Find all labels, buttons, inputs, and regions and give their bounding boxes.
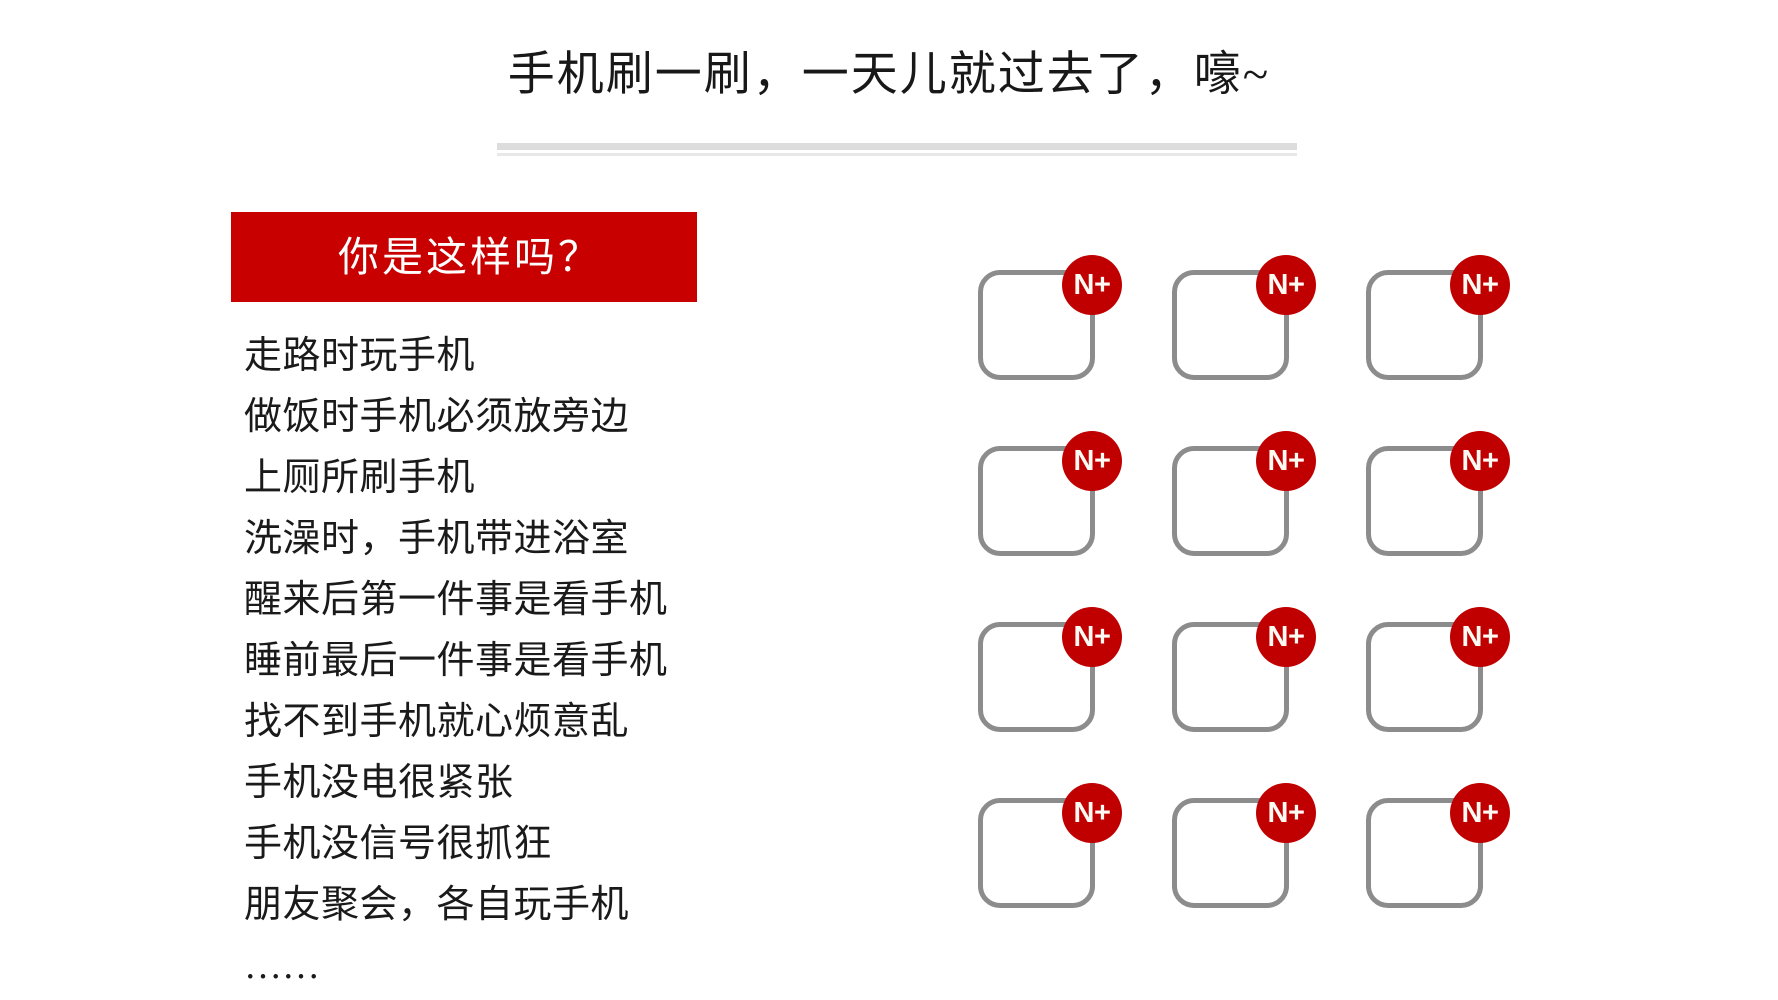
divider-rule-thin	[497, 153, 1297, 156]
app-icon-slot[interactable]: N+	[1366, 431, 1560, 607]
notification-badge-label: N+	[1267, 444, 1305, 477]
list-item: 睡前最后一件事是看手机	[244, 640, 668, 682]
app-icon-slot[interactable]: N+	[1366, 783, 1560, 959]
list-item: 手机没电很紧张	[244, 762, 514, 804]
habits-panel: 你是这样吗？ 走路时玩手机 做饭时手机必须放旁边 上厕所刷手机 洗澡时，手机带进…	[231, 212, 711, 997]
notification-badge-icon: N+	[1062, 255, 1122, 315]
list-item: 洗澡时，手机带进浴室	[244, 518, 630, 560]
habit-list: 走路时玩手机 做饭时手机必须放旁边 上厕所刷手机 洗澡时，手机带进浴室 醒来后第…	[231, 326, 711, 997]
notification-badge-label: N+	[1461, 444, 1499, 477]
list-item: 手机没信号很抓狂	[244, 823, 553, 865]
notification-badge-label: N+	[1073, 444, 1111, 477]
notification-badge-label: N+	[1461, 268, 1499, 301]
notification-badge-icon: N+	[1256, 607, 1316, 667]
notification-badge-label: N+	[1461, 620, 1499, 653]
app-tile-outline[interactable]	[978, 446, 1095, 556]
page-title: 手机刷一刷，一天儿就过去了，嚎~	[507, 49, 1271, 101]
app-icon-slot[interactable]: N+	[1172, 607, 1366, 783]
app-icon-slot[interactable]: N+	[978, 431, 1172, 607]
app-icon-slot[interactable]: N+	[978, 783, 1172, 959]
app-icon-slot[interactable]: N+	[1172, 431, 1366, 607]
notification-badge-icon: N+	[1256, 431, 1316, 491]
section-banner: 你是这样吗？	[231, 212, 697, 302]
title-divider	[497, 143, 1297, 156]
app-icon-slot[interactable]: N+	[1172, 255, 1366, 431]
notification-badge-icon: N+	[1450, 255, 1510, 315]
app-icon-slot[interactable]: N+	[978, 255, 1172, 431]
section-banner-label: 你是这样吗？	[338, 233, 602, 280]
notification-badge-icon: N+	[1062, 783, 1122, 843]
notification-badge-label: N+	[1073, 620, 1111, 653]
notification-badge-icon: N+	[1256, 783, 1316, 843]
notification-badge-icon: N+	[1062, 431, 1122, 491]
divider-rule-thick	[497, 143, 1297, 150]
notification-badge-icon: N+	[1450, 607, 1510, 667]
app-icon-grid: N+ N+ N+ N+ N+	[978, 255, 1560, 959]
list-item: 醒来后第一件事是看手机	[244, 579, 668, 621]
app-icon-slot[interactable]: N+	[1366, 255, 1560, 431]
list-item: 走路时玩手机	[244, 335, 476, 377]
list-item: 上厕所刷手机	[244, 457, 476, 499]
notification-badge-icon: N+	[1062, 607, 1122, 667]
notification-badge-icon: N+	[1450, 431, 1510, 491]
list-item-ellipsis: ……	[244, 945, 320, 987]
app-tile-outline[interactable]	[978, 622, 1095, 732]
list-item: 做饭时手机必须放旁边	[244, 396, 630, 438]
app-icon-slot[interactable]: N+	[1366, 607, 1560, 783]
notification-badge-label: N+	[1073, 796, 1111, 829]
notification-badge-label: N+	[1267, 268, 1305, 301]
notification-badge-label: N+	[1267, 796, 1305, 829]
notification-badge-icon: N+	[1256, 255, 1316, 315]
list-item: 朋友聚会，各自玩手机	[244, 884, 630, 926]
app-icon-slot[interactable]: N+	[1172, 783, 1366, 959]
notification-badge-label: N+	[1073, 268, 1111, 301]
list-item: 找不到手机就心烦意乱	[244, 701, 630, 743]
app-icon-slot[interactable]: N+	[978, 607, 1172, 783]
notification-badge-icon: N+	[1450, 783, 1510, 843]
notification-badge-label: N+	[1461, 796, 1499, 829]
notification-badge-label: N+	[1267, 620, 1305, 653]
